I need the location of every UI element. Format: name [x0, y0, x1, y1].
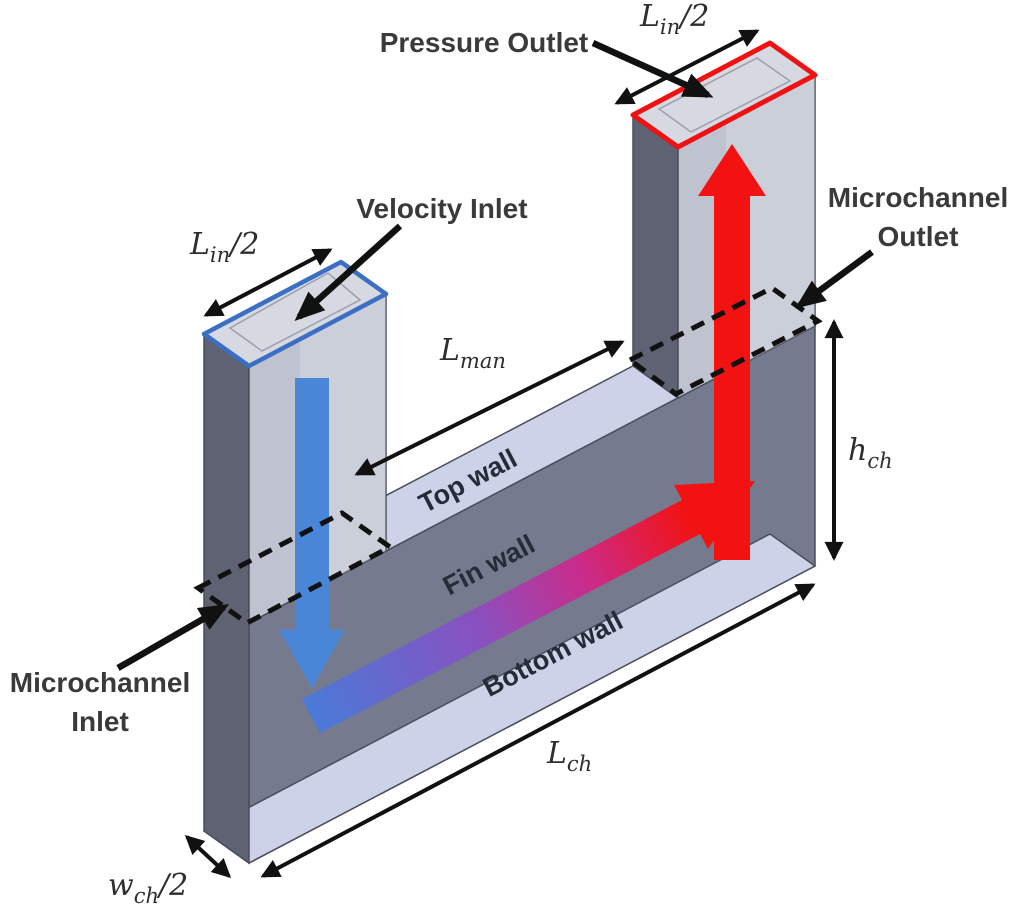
channel-height-label: hch [848, 433, 893, 473]
pressure-outlet-label: Pressure Outlet [380, 27, 589, 58]
velocity-inlet-label: Velocity Inlet [356, 193, 527, 224]
channel-width-dimension [184, 835, 232, 878]
inlet-length-left-label: Lin/2 [189, 227, 259, 267]
microchannel-inlet-dashed-outline [193, 510, 395, 626]
inlet-length-left-dimension [203, 248, 333, 317]
inlet-length-right-label: Lin/2 [639, 0, 709, 39]
microchannel-outlet-label-line1: Microchannel [828, 182, 1008, 213]
inlet-length-right-dimension [614, 29, 760, 105]
microchannel-inlet-arrow [116, 604, 230, 671]
microchannel-outlet-dashed-outline [625, 285, 823, 397]
microchannel-outlet-arrow [795, 249, 874, 309]
microchannel-outlet-label-line2: Outlet [878, 221, 959, 252]
channel-length-label: Lch [546, 736, 592, 776]
manifold-length-dimension [354, 340, 625, 476]
manifold-length-label: Lman [439, 333, 506, 373]
channel-length-dimension [260, 583, 816, 878]
pressure-outlet-arrow [591, 40, 714, 98]
velocity-inlet-arrow [294, 223, 403, 322]
microchannel-inlet-label-line2: Inlet [71, 706, 129, 737]
outlet-flow-arrow [698, 144, 766, 560]
channel-width-label: wch/2 [108, 868, 188, 908]
microchannel-inlet-label-line1: Microchannel [10, 667, 190, 698]
